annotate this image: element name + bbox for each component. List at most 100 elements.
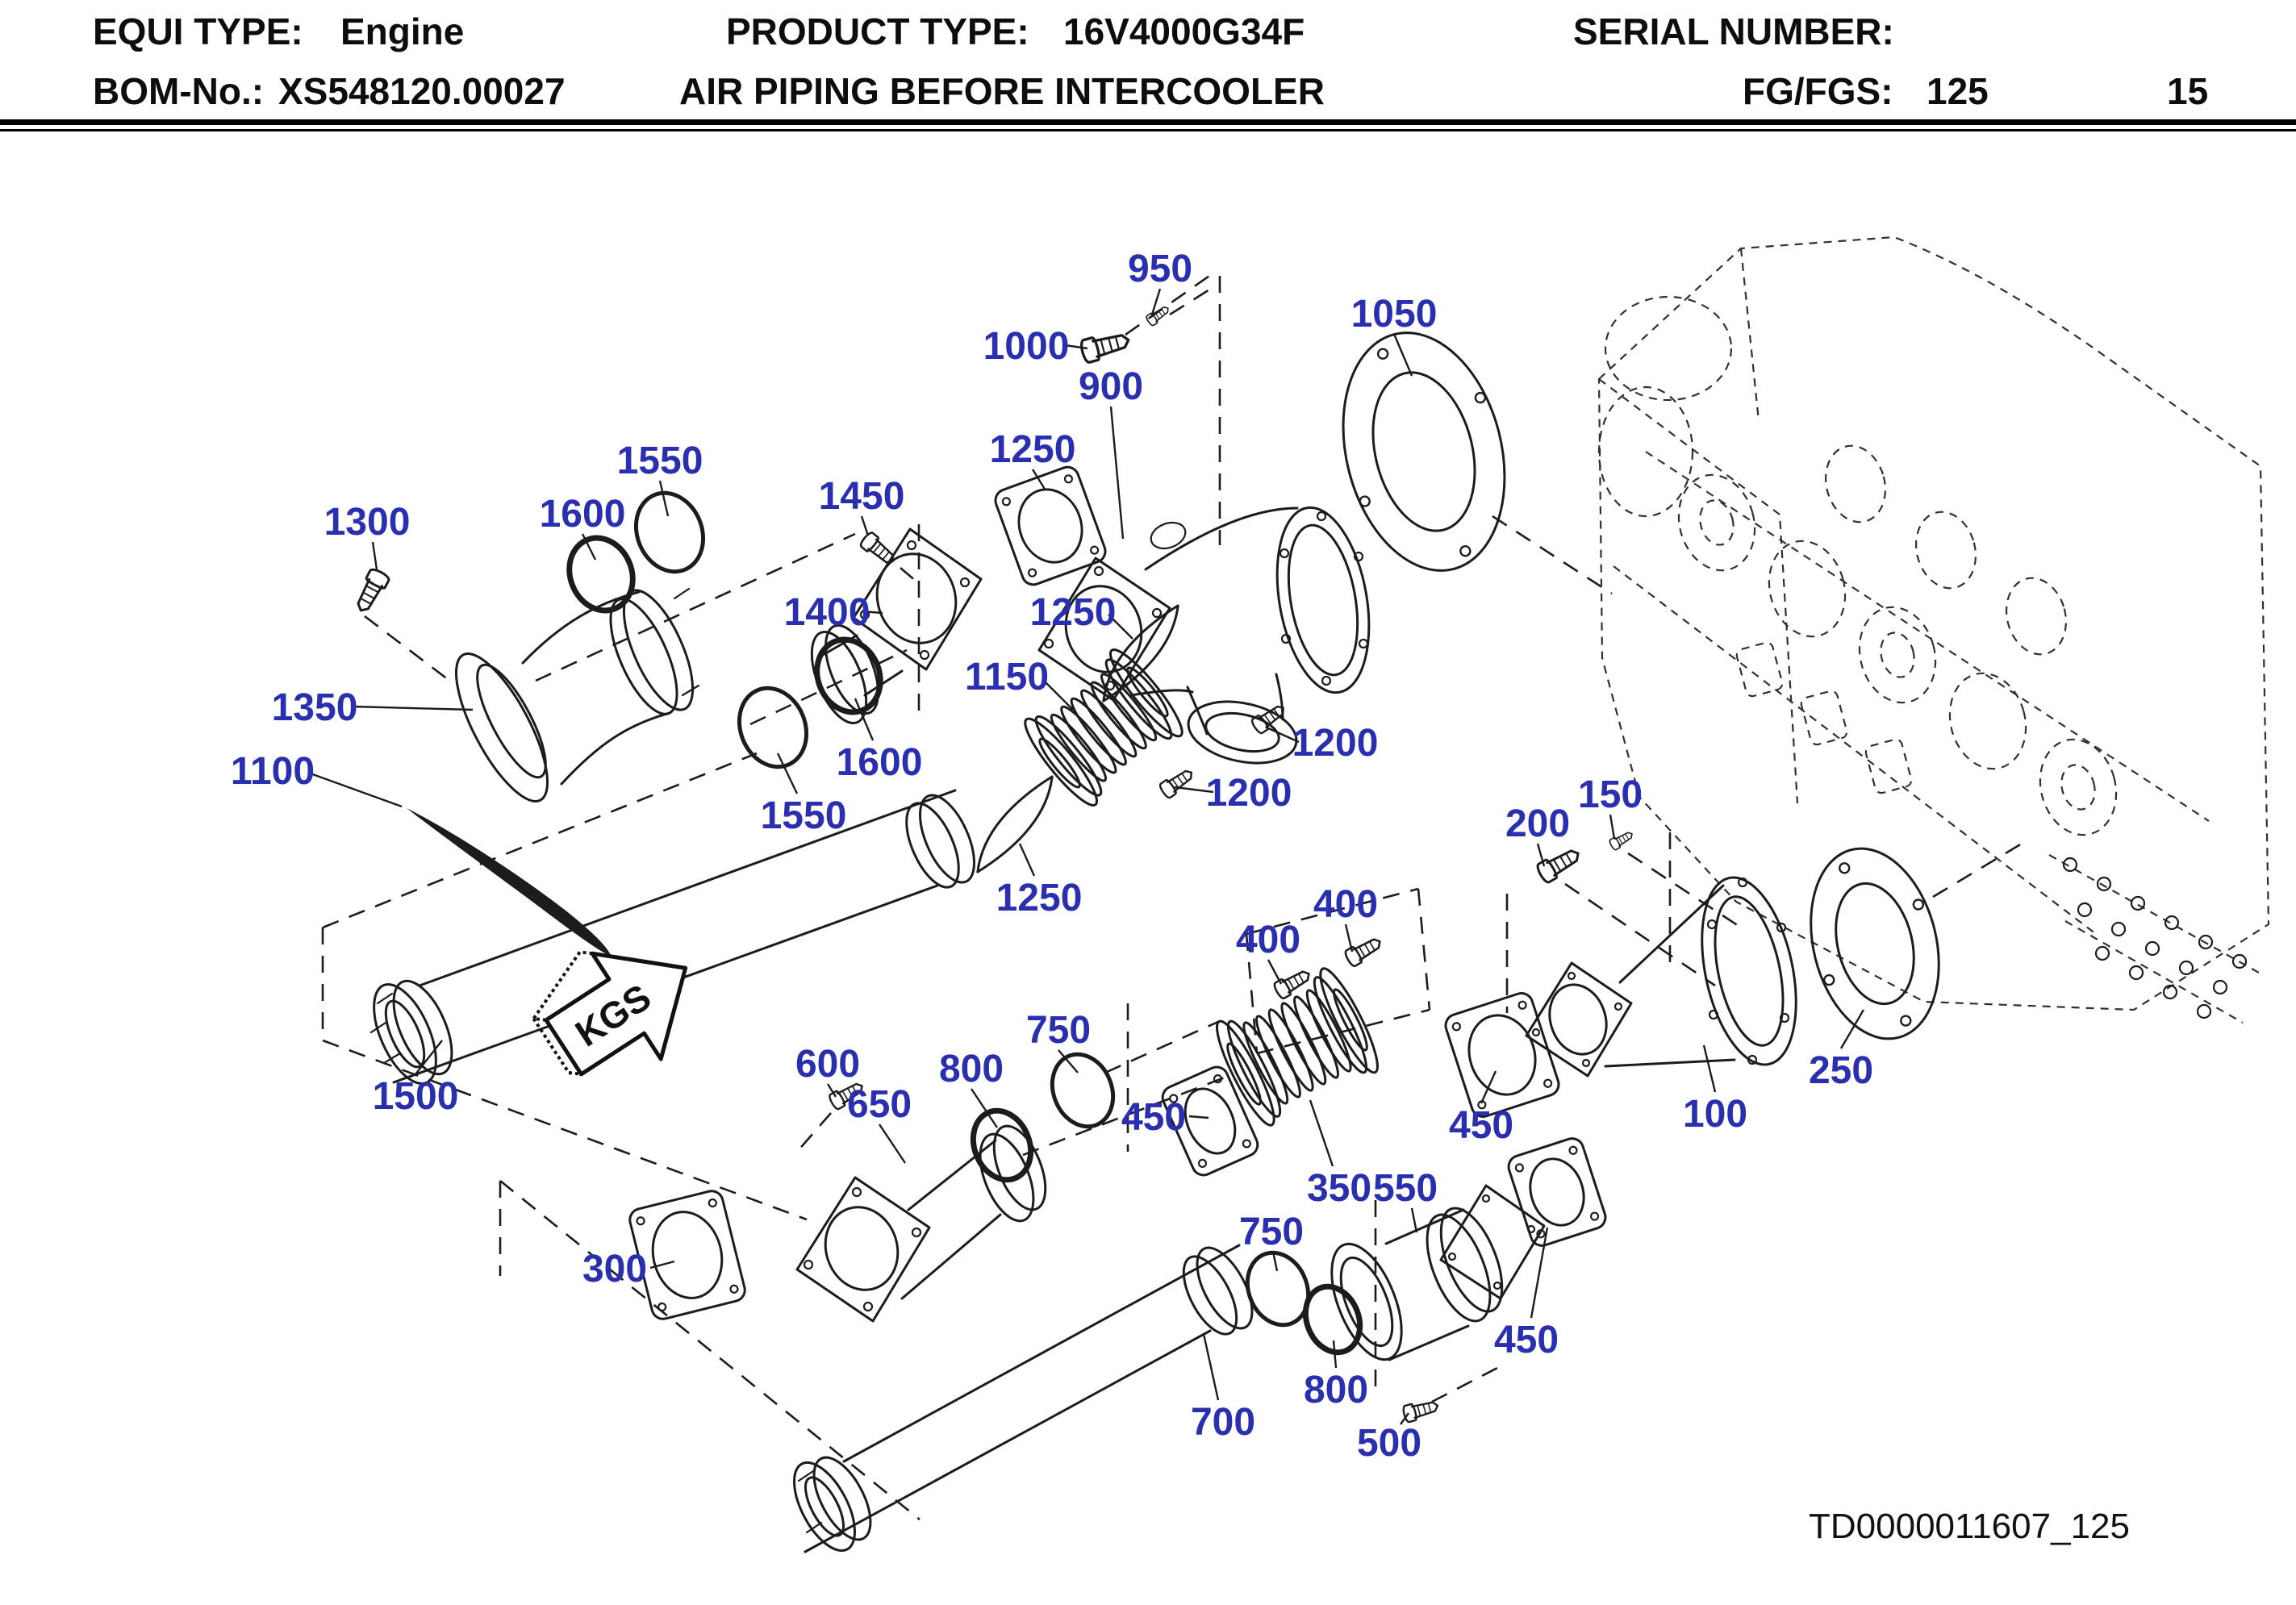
callout-leader-200 xyxy=(1536,843,1546,867)
fg-fgs-label: FG/FGS: xyxy=(1743,70,1893,112)
callout-1300: 1300 xyxy=(324,501,411,544)
dashed-construction-line xyxy=(1245,933,1259,1054)
dashed-construction-line xyxy=(322,752,758,929)
part-ring-1600-low xyxy=(814,636,883,715)
callout-1150: 1150 xyxy=(965,656,1049,698)
engine-block-bolt-field xyxy=(2062,857,2248,1019)
callout-leader-800-up xyxy=(971,1088,998,1128)
product-type-label: PRODUCT TYPE: xyxy=(726,10,1029,52)
callout-leader-450-left xyxy=(1188,1115,1209,1119)
part-ring-800-up xyxy=(970,1107,1034,1183)
callout-950: 950 xyxy=(1128,248,1192,290)
callout-1250-mid: 1250 xyxy=(1030,591,1117,634)
callout-900: 900 xyxy=(1079,365,1143,408)
bom-value: XS548120.00027 xyxy=(278,70,566,112)
part-bolt-950 xyxy=(1146,306,1169,327)
callout-450-left: 450 xyxy=(1121,1096,1186,1139)
part-sleeve-550 xyxy=(1330,1184,1546,1361)
dashed-construction-line xyxy=(364,615,453,684)
equi-type-label: EQUI TYPE: xyxy=(93,10,303,52)
callout-450-bot: 450 xyxy=(1494,1319,1559,1361)
callout-leader-1450 xyxy=(860,515,870,536)
dashed-construction-line xyxy=(1104,1019,1221,1074)
part-pipe-700 xyxy=(793,1244,1254,1553)
part-gasket-1250-bot xyxy=(976,775,1054,873)
callout-650: 650 xyxy=(847,1083,912,1126)
bom-label: BOM-No.: xyxy=(93,70,265,112)
callout-leader-450-bot xyxy=(1530,1227,1549,1319)
callout-leader-750-up xyxy=(1058,1049,1079,1073)
dashed-construction-line xyxy=(499,1179,920,1521)
callout-leader-900 xyxy=(1109,406,1125,540)
part-gasket-250 xyxy=(1810,847,1940,1040)
callout-leader-400-b xyxy=(1267,959,1283,985)
callout-leader-1350 xyxy=(351,705,474,711)
callout-leader-1300 xyxy=(371,541,378,570)
part-flange-adapter-1400 xyxy=(810,527,983,725)
part-screw-200 xyxy=(1536,849,1580,884)
callout-1450: 1450 xyxy=(819,475,905,518)
callout-1600-top: 1600 xyxy=(540,493,626,536)
equi-type-value: Engine xyxy=(340,10,465,52)
callout-leader-500 xyxy=(1400,1412,1409,1425)
part-bolt-150 xyxy=(1609,832,1633,851)
part-gasket-450-mid xyxy=(1444,992,1560,1118)
callout-leader-150 xyxy=(1609,814,1616,840)
part-gasket-450-left xyxy=(1161,1065,1259,1177)
part-screw-600 xyxy=(829,1082,863,1111)
part-gasket-1250-mid xyxy=(1102,604,1179,702)
callout-1200-a: 1200 xyxy=(1292,722,1379,765)
callout-200: 200 xyxy=(1505,802,1570,845)
callout-1400: 1400 xyxy=(784,591,870,634)
dashed-construction-line xyxy=(1417,888,1431,1011)
callout-400-a: 400 xyxy=(1313,883,1378,926)
part-ring-1550-top xyxy=(633,490,706,574)
callout-450-mid: 450 xyxy=(1449,1104,1513,1147)
callout-1200-b: 1200 xyxy=(1206,772,1292,815)
callout-leader-1000 xyxy=(1064,344,1088,350)
callout-750-low: 750 xyxy=(1239,1211,1304,1253)
callout-300: 300 xyxy=(582,1248,647,1290)
part-screw-1000 xyxy=(1079,334,1130,364)
part-gasket-300 xyxy=(628,1190,746,1320)
callout-leader-550 xyxy=(1410,1207,1418,1233)
callout-400-b: 400 xyxy=(1236,919,1300,961)
part-screw-400-a xyxy=(1344,938,1381,967)
part-elbow-pipe-1350 xyxy=(454,587,700,802)
header-rule-thin xyxy=(0,129,2296,131)
dashed-construction-line xyxy=(900,567,918,583)
part-screw-500 xyxy=(1402,1401,1439,1424)
callout-leader-950 xyxy=(1150,288,1162,315)
part-ring-1600-top xyxy=(566,535,636,614)
callout-leader-600 xyxy=(826,1083,837,1098)
callout-leader-800-low xyxy=(1332,1340,1338,1369)
callout-leader-1250-bot xyxy=(1018,843,1036,877)
callout-leader-1050 xyxy=(1392,333,1413,377)
dashed-construction-line xyxy=(1169,286,1214,316)
part-ring-750-low xyxy=(1245,1250,1311,1328)
dashed-construction-line xyxy=(1932,837,2031,898)
callout-leader-1200-b xyxy=(1174,786,1214,794)
callout-leader-1100 xyxy=(307,771,403,808)
dashed-construction-line xyxy=(1492,515,1613,595)
callout-800-up: 800 xyxy=(939,1048,1004,1090)
part-gasket-450-bot xyxy=(1507,1137,1607,1247)
callout-leader-650 xyxy=(879,1124,906,1164)
drawing-number: TD0000011607_125 xyxy=(1809,1507,2130,1546)
callout-leader-450-mid xyxy=(1480,1070,1497,1104)
callout-1550-top: 1550 xyxy=(617,440,703,482)
page-number: 15 xyxy=(2167,70,2209,112)
callout-leader-1600-top xyxy=(581,533,597,561)
callout-leader-1250-top xyxy=(1031,469,1047,491)
part-seal-strip-1100 xyxy=(407,808,612,957)
callout-700: 700 xyxy=(1191,1401,1255,1444)
callout-leader-300 xyxy=(649,1260,675,1269)
part-pipe-1500 xyxy=(369,789,975,1086)
callout-600: 600 xyxy=(795,1043,860,1086)
callout-leader-1600-low xyxy=(854,698,875,741)
fg-fgs-value: 125 xyxy=(1927,70,1989,112)
part-ring-1550-low xyxy=(737,686,809,769)
callout-leader-100 xyxy=(1702,1044,1717,1093)
